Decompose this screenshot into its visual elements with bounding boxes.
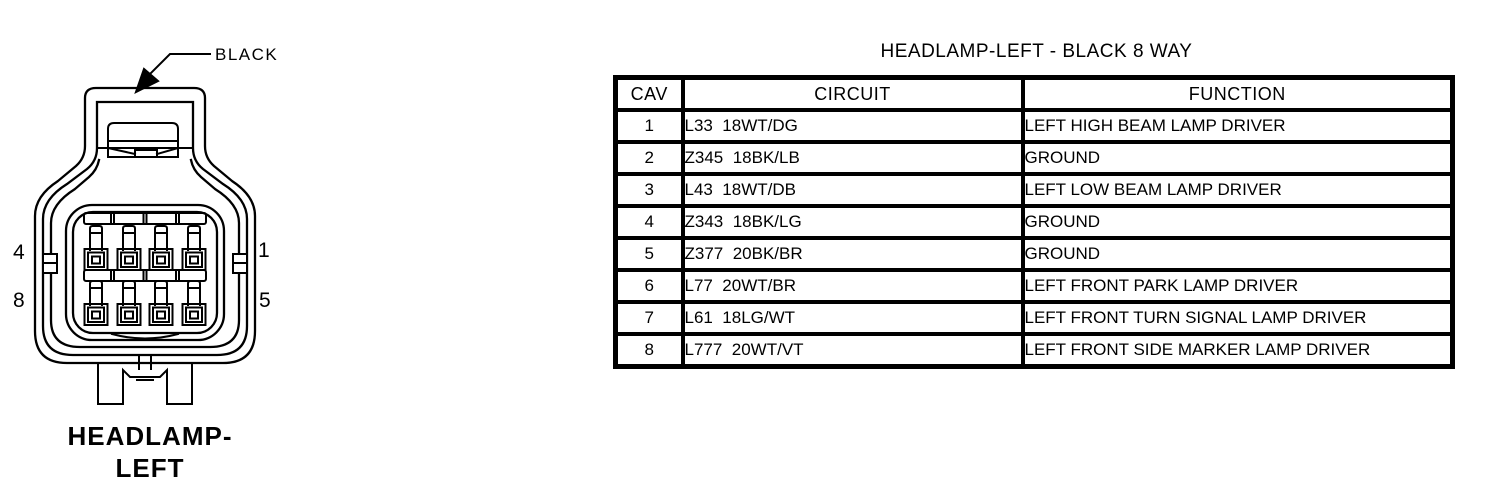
cav-cell: 4	[613, 204, 685, 240]
table-row: 6 L77 20WT/BR LEFT FRONT PARK LAMP DRIVE…	[613, 268, 1455, 304]
connector-color-label: BLACK	[215, 45, 279, 64]
circuit-cell: L33 18WT/DG	[680, 108, 1025, 144]
function-cell: LEFT LOW BEAM LAMP DRIVER	[1020, 172, 1455, 208]
cav-cell: 5	[613, 236, 685, 272]
circuit-cell: L777 20WT/VT	[680, 332, 1025, 369]
cav-cell: 2	[613, 140, 685, 176]
pin-number-5: 5	[259, 289, 271, 312]
connector-cavity	[64, 203, 226, 342]
function-cell: GROUND	[1020, 140, 1455, 176]
pin-number-1: 1	[258, 239, 270, 262]
table-row: 3 L43 18WT/DB LEFT LOW BEAM LAMP DRIVER	[613, 172, 1455, 208]
side-tabs	[42, 253, 248, 274]
table-row: 5 Z377 20BK/BR GROUND	[613, 236, 1455, 272]
connector-diagram	[33, 53, 257, 405]
cav-cell: 8	[613, 332, 685, 369]
connector-latch	[96, 122, 194, 158]
bottom-legs	[97, 354, 193, 405]
connector-body-outline	[33, 86, 257, 365]
terminal-grid	[83, 224, 207, 327]
table-title: HEADLAMP-LEFT - BLACK 8 WAY	[880, 41, 1193, 62]
circuit-cell: L77 20WT/BR	[680, 268, 1025, 304]
connector-name-line2: LEFT	[115, 453, 185, 483]
pinout-table: CAV CIRCUIT FUNCTION 1 L33 18WT/DG LEFT …	[613, 75, 1455, 369]
function-cell: LEFT FRONT TURN SIGNAL LAMP DRIVER	[1020, 300, 1455, 336]
circuit-cell: L61 18LG/WT	[680, 300, 1025, 336]
cav-cell: 1	[613, 108, 685, 144]
cav-cell: 7	[613, 300, 685, 336]
function-cell: LEFT FRONT SIDE MARKER LAMP DRIVER	[1020, 332, 1455, 369]
table-row: 4 Z343 18BK/LG GROUND	[613, 204, 1455, 240]
function-cell: GROUND	[1020, 236, 1455, 272]
cav-cell: 3	[613, 172, 685, 208]
table-row: 8 L777 20WT/VT LEFT FRONT SIDE MARKER LA…	[613, 332, 1455, 369]
circuit-cell: Z377 20BK/BR	[680, 236, 1025, 272]
column-header-function: FUNCTION	[1020, 75, 1455, 112]
circuit-cell: L43 18WT/DB	[680, 172, 1025, 208]
table-header-row: CAV CIRCUIT FUNCTION	[613, 75, 1455, 112]
pinout-table-body: 1 L33 18WT/DG LEFT HIGH BEAM LAMP DRIVER…	[613, 108, 1455, 369]
column-header-circuit: CIRCUIT	[680, 75, 1025, 112]
function-cell: LEFT HIGH BEAM LAMP DRIVER	[1020, 108, 1455, 144]
connector-name-line1: HEADLAMP-	[67, 421, 233, 451]
pin-number-8: 8	[13, 289, 25, 312]
table-row: 2 Z345 18BK/LB GROUND	[613, 140, 1455, 176]
function-cell: LEFT FRONT PARK LAMP DRIVER	[1020, 268, 1455, 304]
table-row: 1 L33 18WT/DG LEFT HIGH BEAM LAMP DRIVER	[613, 108, 1455, 144]
cav-cell: 6	[613, 268, 685, 304]
circuit-cell: Z343 18BK/LG	[680, 204, 1025, 240]
black-callout-arrow	[134, 53, 211, 94]
column-header-cav: CAV	[613, 75, 685, 112]
circuit-cell: Z345 18BK/LB	[680, 140, 1025, 176]
pin-number-4: 4	[13, 241, 25, 264]
function-cell: GROUND	[1020, 204, 1455, 240]
table-row: 7 L61 18LG/WT LEFT FRONT TURN SIGNAL LAM…	[613, 300, 1455, 336]
terminal-rails	[83, 212, 207, 282]
connector-name: HEADLAMP- LEFT	[0, 420, 300, 484]
